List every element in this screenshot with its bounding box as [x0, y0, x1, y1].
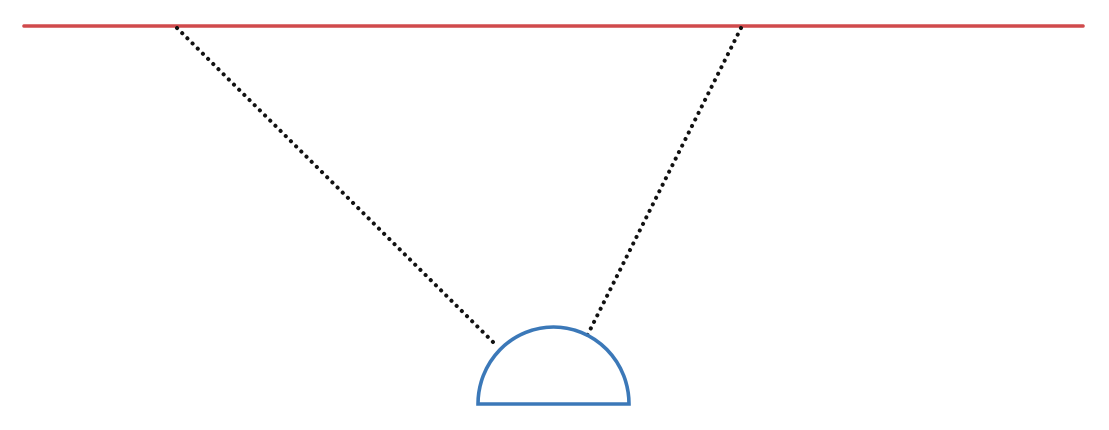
right-dotted-line	[585, 26, 743, 338]
semicircle	[476, 325, 631, 406]
left-dotted-line	[175, 26, 500, 349]
